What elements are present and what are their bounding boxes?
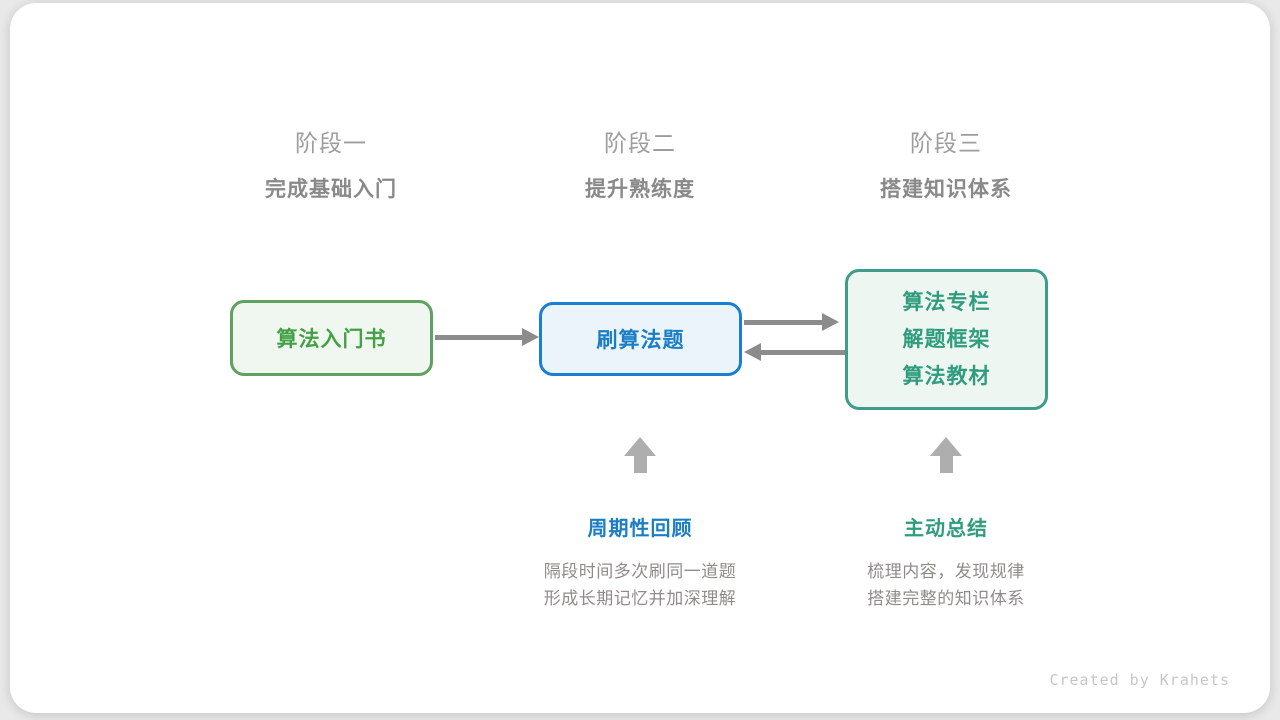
node-intro-book-label: 算法入门书 — [276, 328, 387, 351]
node-practice-problems: 刷算法题 — [539, 302, 742, 376]
annotation-review-desc-line2: 形成长期记忆并加深理解 — [543, 589, 737, 608]
arrow-head-stage1-to-stage2 — [522, 328, 539, 346]
node-intro-book: 算法入门书 — [230, 300, 433, 376]
stage2-title: 阶段二 — [604, 130, 676, 156]
node-knowledge-system: 算法专栏 解题框架 算法教材 — [845, 269, 1048, 410]
node-knowledge-line1: 算法专栏 — [902, 291, 991, 314]
up-arrow-head-summarize — [930, 437, 962, 456]
annotation-review-label: 周期性回顾 — [587, 518, 693, 540]
arrow-line-stage1-to-stage2 — [435, 335, 525, 340]
node-practice-label: 刷算法题 — [596, 329, 685, 352]
arrow-head-stage2-to-stage3 — [822, 313, 839, 331]
up-arrow-stem-review — [634, 456, 647, 473]
node-knowledge-line2: 解题框架 — [902, 328, 991, 351]
stage1-subtitle: 完成基础入门 — [265, 178, 397, 201]
stage3-subtitle: 搭建知识体系 — [880, 178, 1012, 201]
up-arrow-head-review — [624, 437, 656, 456]
diagram-card: 阶段一 完成基础入门 阶段二 提升熟练度 阶段三 搭建知识体系 算法入门书 刷算… — [10, 3, 1270, 713]
annotation-summarize-desc: 梳理内容，发现规律 搭建完整的知识体系 — [786, 558, 1106, 612]
credit-text: Created by Krahets — [1049, 671, 1230, 689]
node-knowledge-line3: 算法教材 — [902, 365, 991, 388]
annotation-summarize-label: 主动总结 — [904, 518, 988, 540]
arrow-line-stage2-to-stage3 — [744, 320, 826, 325]
annotation-review-desc-line1: 隔段时间多次刷同一道题 — [543, 562, 737, 581]
stage1-title: 阶段一 — [295, 130, 367, 156]
annotation-review-desc: 隔段时间多次刷同一道题 形成长期记忆并加深理解 — [480, 558, 800, 612]
annotation-summarize-desc-line1: 梳理内容，发现规律 — [867, 562, 1025, 581]
up-arrow-stem-summarize — [940, 456, 953, 473]
arrow-head-stage3-to-stage2 — [744, 343, 761, 361]
annotation-summarize-desc-line2: 搭建完整的知识体系 — [867, 589, 1025, 608]
stage3-title: 阶段三 — [910, 130, 982, 156]
arrow-line-stage3-to-stage2 — [761, 350, 845, 355]
stage2-subtitle: 提升熟练度 — [585, 178, 695, 201]
